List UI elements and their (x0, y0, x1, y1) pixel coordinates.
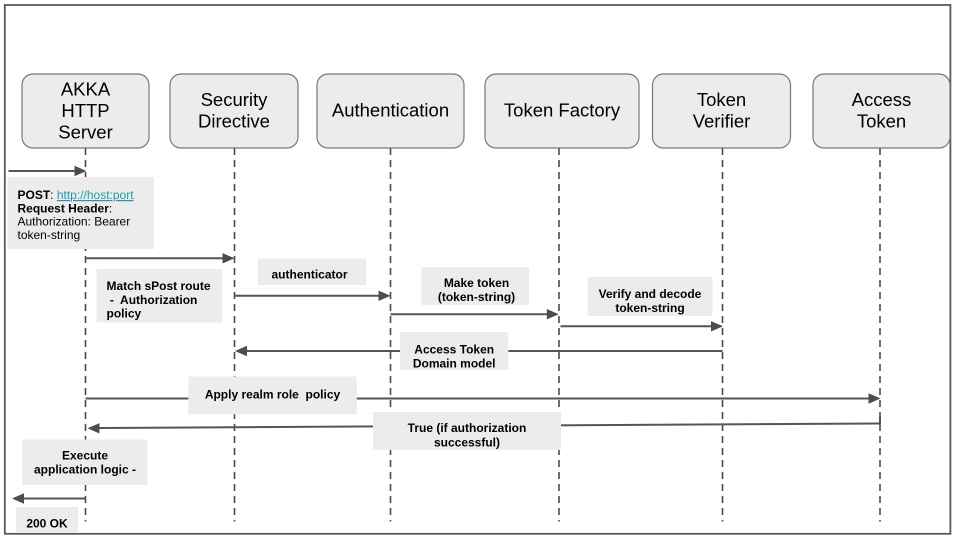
svg-text:Token: Token (697, 89, 746, 110)
svg-text:application logic -: application logic - (34, 462, 136, 476)
svg-text:Verify and decode: Verify and decode (599, 287, 702, 301)
svg-text:Security: Security (201, 89, 269, 110)
svg-text:(token-string): (token-string) (438, 290, 515, 304)
svg-text:Domain model: Domain model (413, 357, 496, 371)
svg-text:- Authorization: - Authorization (107, 293, 198, 307)
svg-text:Access Token: Access Token (414, 343, 494, 357)
svg-text:successful): successful) (434, 435, 500, 449)
svg-text:HTTP: HTTP (61, 100, 109, 121)
svg-text:Access: Access (852, 89, 912, 110)
svg-text:Authentication: Authentication (332, 100, 449, 121)
svg-text:authenticator: authenticator (271, 267, 347, 281)
svg-text:Directive: Directive (198, 111, 270, 132)
svg-text:200 OK: 200 OK (26, 517, 68, 531)
svg-text:Execute: Execute (62, 448, 108, 462)
svg-text:Authorization: Bearer: Authorization: Bearer (18, 215, 131, 229)
svg-text:policy: policy (107, 307, 142, 321)
svg-text:Server: Server (58, 121, 113, 142)
svg-text:Make token: Make token (444, 276, 509, 290)
svg-text:Request Header:: Request Header: (18, 201, 113, 215)
svg-text:Apply realm role policy: Apply realm role policy (205, 387, 341, 401)
svg-text:token-string: token-string (18, 228, 81, 242)
svg-text:Verifier: Verifier (693, 111, 751, 132)
svg-text:True (if authorization: True (if authorization (408, 421, 527, 435)
svg-text:Match sPost route: Match sPost route (107, 279, 211, 293)
svg-text:Token: Token (857, 111, 906, 132)
svg-text:AKKA: AKKA (61, 78, 111, 99)
svg-text:Token Factory: Token Factory (504, 100, 621, 121)
svg-text:token-string: token-string (615, 301, 684, 315)
svg-text:POST: http://host:port: POST: http://host:port (18, 188, 135, 202)
